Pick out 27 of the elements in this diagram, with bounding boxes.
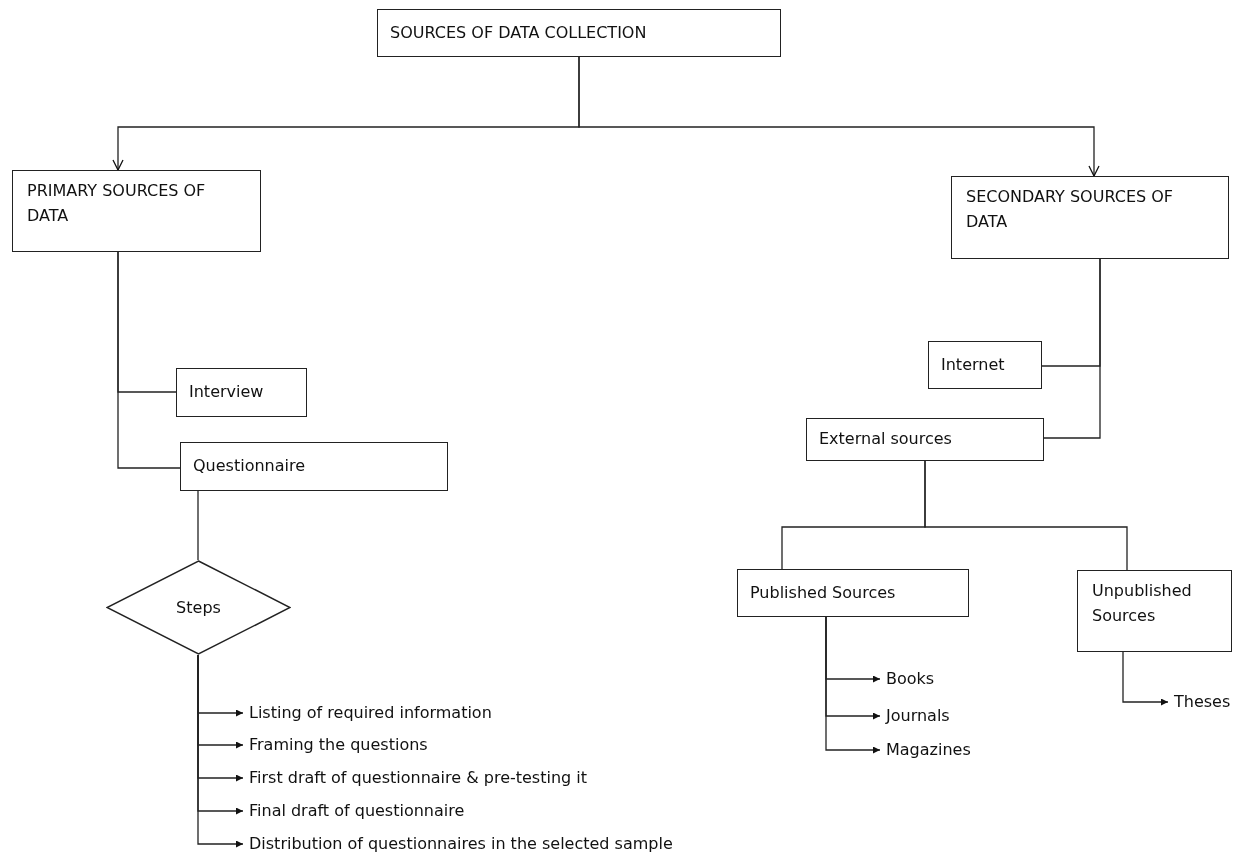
connector-line [924,460,1128,571]
arrow [1122,651,1169,706]
connector-line [117,251,181,469]
decision-diamond: Steps [106,560,291,655]
process-box: External sources [806,418,1044,461]
process-box: Unpublished Sources [1077,570,1232,652]
list-item-text: Theses [1168,691,1231,713]
list-item-text: Journals [880,705,950,727]
connector-line [197,490,199,561]
list-item-text: First draft of questionnaire & pre-testing it [243,767,588,789]
process-box: SOURCES OF DATA COLLECTION [377,9,781,57]
arrow [197,654,244,848]
process-box: Internet [928,341,1042,389]
process-box: Published Sources [737,569,969,617]
process-box: PRIMARY SOURCES OF DATA [12,170,261,252]
list-item-text: Listing of required information [243,702,492,724]
process-box: Questionnaire [180,442,448,491]
list-item-text: Distribution of questionnaires in the selected sample [243,833,673,855]
connector-line [1043,258,1101,439]
process-box: SECONDARY SOURCES OF DATA [951,176,1229,259]
arrow [578,56,1100,177]
list-item-text: Books [880,668,935,690]
process-box: Interview [176,368,307,417]
list-item-text: Magazines [880,739,971,761]
arrow [825,616,881,754]
list-item-text: Framing the questions [243,734,428,756]
list-item-text: Final draft of questionnaire [243,800,465,822]
